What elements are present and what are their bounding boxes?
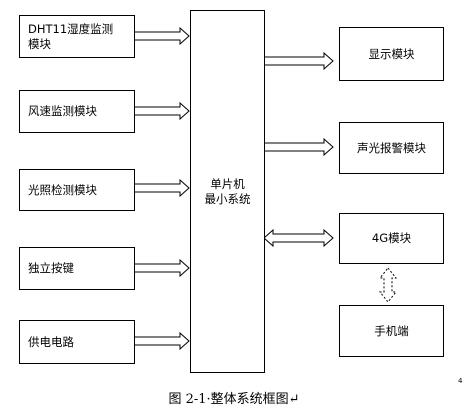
- dht11-humidity-module-box: DHT11湿度监测模块: [19, 15, 135, 58]
- display-module-label: 显示模块: [368, 46, 415, 61]
- wind-speed-module-label: 风速监测模块: [28, 104, 97, 118]
- mcu-label-line1: 单片机: [210, 176, 245, 191]
- mcu-minimum-system-box: 单片机 最小系统: [190, 10, 265, 373]
- independent-key-box: 独立按键: [19, 247, 135, 290]
- 4g-module-label: 4G模块: [371, 231, 412, 245]
- arrow-mcu-4g-bidirectional: [263, 228, 334, 248]
- dht11-humidity-module-label: DHT11湿度监测模块: [28, 21, 114, 51]
- power-circuit-label: 供电电路: [28, 334, 74, 349]
- mcu-label-line2: 最小系统: [204, 191, 251, 206]
- arrow-dht11-to-mcu: [134, 26, 190, 46]
- independent-key-label: 独立按键: [28, 261, 74, 275]
- light-detect-module-label: 光照检测模块: [28, 182, 97, 197]
- sound-light-alarm-module-label: 声光报警模块: [357, 140, 426, 155]
- light-detect-module-box: 光照检测模块: [19, 169, 135, 211]
- arrow-key-to-mcu: [134, 258, 190, 278]
- wind-speed-module-box: 风速监测模块: [19, 90, 135, 133]
- power-circuit-box: 供电电路: [19, 320, 135, 364]
- arrow-light-to-mcu: [134, 178, 190, 198]
- 4g-module-box: 4G模块: [339, 213, 444, 264]
- arrow-mcu-to-alarm: [264, 137, 334, 157]
- arrow-wind-to-mcu: [134, 101, 190, 121]
- mobile-phone-label: 手机端: [374, 323, 409, 338]
- figure-caption: 图 2-1·整体系统框图↵: [168, 392, 300, 407]
- page-mark: 4: [458, 377, 463, 385]
- arrow-mcu-to-display: [264, 51, 334, 71]
- arrow-power-to-mcu: [134, 331, 190, 351]
- arrow-4g-phone-wireless: [378, 267, 398, 303]
- sound-light-alarm-module-box: 声光报警模块: [339, 122, 444, 174]
- display-module-box: 显示模块: [339, 27, 444, 81]
- mobile-phone-box: 手机端: [339, 305, 444, 357]
